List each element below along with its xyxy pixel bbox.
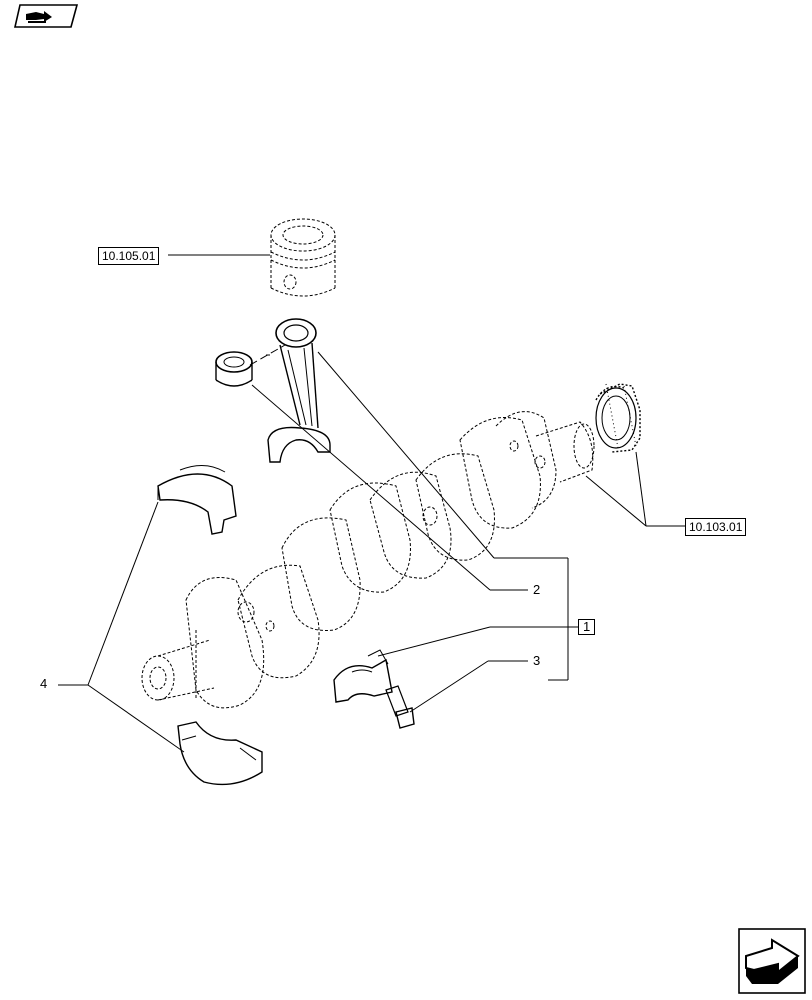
crankshaft [141, 411, 595, 709]
callout-4: 4 [40, 676, 48, 691]
cap-screw [385, 685, 415, 729]
callout-1: 1 [578, 619, 596, 635]
piston [270, 218, 336, 297]
thrust-bearing-shell [333, 649, 393, 703]
piston-pin-bushing [215, 351, 253, 387]
lower-main-bearing-shell [177, 721, 263, 786]
next-page-icon[interactable] [738, 928, 806, 994]
crankshaft-gear [595, 383, 641, 453]
reference-piston[interactable]: 10.105.01 [98, 247, 160, 265]
callout-2: 2 [533, 582, 541, 597]
reference-gear[interactable]: 10.103.01 [685, 518, 747, 536]
connecting-rod [249, 318, 331, 463]
leader-lines [58, 254, 686, 753]
upper-main-bearing-shell [157, 465, 237, 535]
callout-3: 3 [533, 653, 541, 668]
back-arrow-icon[interactable] [13, 4, 79, 28]
